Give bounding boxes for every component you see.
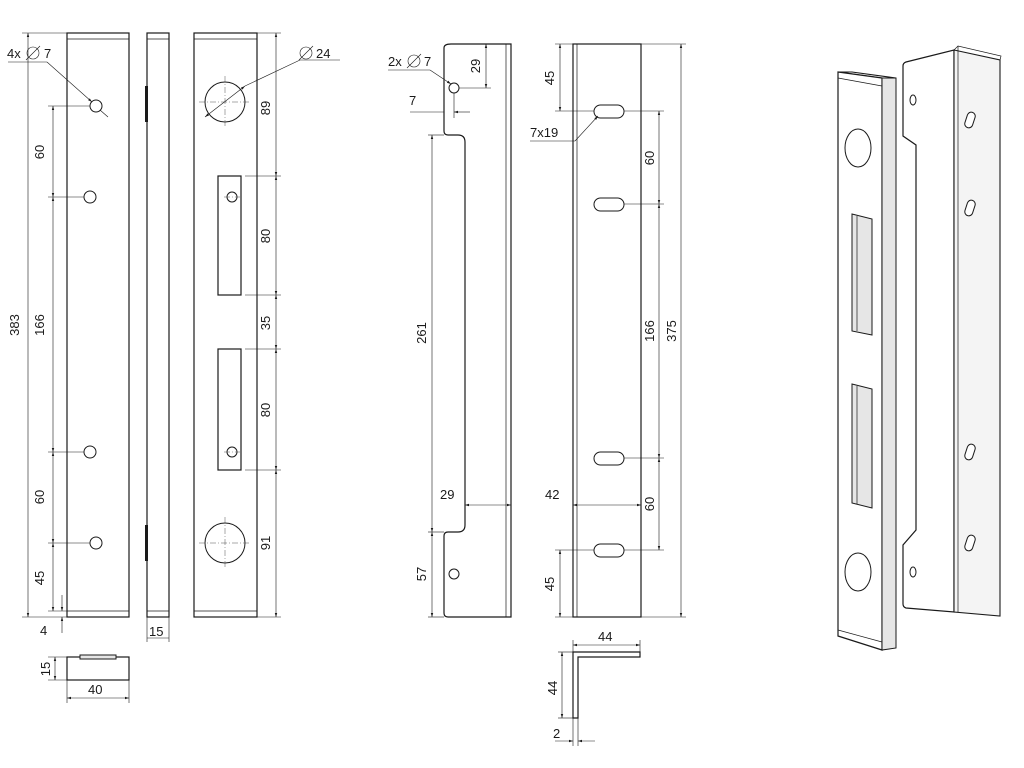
angle-front-dim-60-bottom: 60 [642, 497, 657, 511]
strip-outline [66, 32, 130, 618]
strip-thickness: 15 [149, 624, 163, 639]
angle-front-dim-42: 42 [545, 487, 559, 502]
strip-dim-4: 4 [40, 623, 47, 638]
strip-hole-count: 4x [7, 46, 21, 61]
angle-section-height: 44 [545, 681, 560, 695]
angle-front-dim-375: 375 [664, 320, 679, 342]
angle-front-outline [572, 43, 642, 618]
iso-slot-3 [964, 443, 976, 461]
angle-section-view: 44 44 2 [545, 629, 641, 746]
iso-slot-4 [964, 534, 976, 552]
plate-slot-top [217, 175, 242, 296]
strip-hole-2 [83, 190, 97, 204]
angle-front-view: 7x19 45 60 166 60 375 42 45 [530, 43, 686, 618]
strip-dim-383: 383 [7, 314, 22, 336]
slot-size-note: 7x19 [530, 125, 558, 140]
strip-hole-diameter: 7 [44, 46, 51, 61]
strip-front-view: 4x 7 60 166 60 45 383 4 [7, 32, 130, 638]
slot-2 [593, 197, 625, 212]
plate-dim-80-bottom: 80 [258, 403, 273, 417]
strip-section-view: 40 15 [38, 654, 130, 703]
plate-dim-35: 35 [258, 316, 273, 330]
iso-angle-hole-bottom [909, 566, 917, 578]
strip-side-outline [146, 32, 170, 618]
plate-dim-91: 91 [258, 536, 273, 550]
angle-side-dim-29-top: 29 [468, 59, 483, 73]
iso-strip-hole-bottom [844, 552, 872, 592]
strip-dim-60-bottom: 60 [32, 490, 47, 504]
isometric-strip [837, 71, 897, 651]
section-width: 40 [88, 682, 102, 697]
angle-side-dim-7: 7 [409, 93, 416, 108]
iso-strip-hole-top [844, 128, 872, 168]
angle-front-dim-45-top: 45 [542, 71, 557, 85]
strip-section-outline [66, 656, 130, 681]
angle-section-thickness: 2 [553, 726, 560, 741]
strip-dim-60-top: 60 [32, 145, 47, 159]
iso-strip-slot-bottom [851, 383, 873, 509]
strip-hole-4 [89, 536, 103, 550]
angle-section-width: 44 [598, 629, 612, 644]
slot-4 [593, 543, 625, 558]
isometric-angle [902, 45, 1002, 617]
angle-side-hole-count: 2x [388, 54, 402, 69]
angle-side-hole-bottom [448, 568, 460, 580]
angle-side-view: 2x 7 29 7 261 29 57 [388, 43, 512, 618]
strip-side-view: 15 [145, 32, 170, 642]
angle-side-dim-29: 29 [440, 487, 454, 502]
angle-side-hole-top [448, 82, 460, 94]
angle-side-dim-57: 57 [414, 567, 429, 581]
plate-hole-diameter: 24 [316, 46, 330, 61]
plate-slot-bottom [217, 348, 242, 471]
strip-hole-3 [83, 445, 97, 459]
slot-1 [593, 104, 625, 119]
angle-front-dim-60-top: 60 [642, 151, 657, 165]
iso-slot-1 [964, 111, 976, 129]
slot-3 [593, 451, 625, 466]
iso-slot-2 [964, 199, 976, 217]
iso-strip-slot-top [851, 213, 873, 336]
plate-dim-89: 89 [258, 101, 273, 115]
angle-front-dim-45-bottom: 45 [542, 577, 557, 591]
plate-front-view: 24 89 80 35 80 91 [193, 32, 340, 618]
angle-front-dim-166: 166 [642, 320, 657, 342]
plate-dim-80-top: 80 [258, 229, 273, 243]
plate-outline [193, 32, 258, 618]
angle-side-dim-261: 261 [414, 322, 429, 344]
strip-dim-166: 166 [32, 314, 47, 336]
angle-section-outline [572, 651, 641, 719]
angle-side-outline [443, 43, 512, 618]
iso-angle-hole-top [909, 94, 917, 106]
section-height: 15 [38, 662, 53, 676]
angle-side-hole-diameter: 7 [424, 54, 431, 69]
strip-dim-45: 45 [32, 571, 47, 585]
